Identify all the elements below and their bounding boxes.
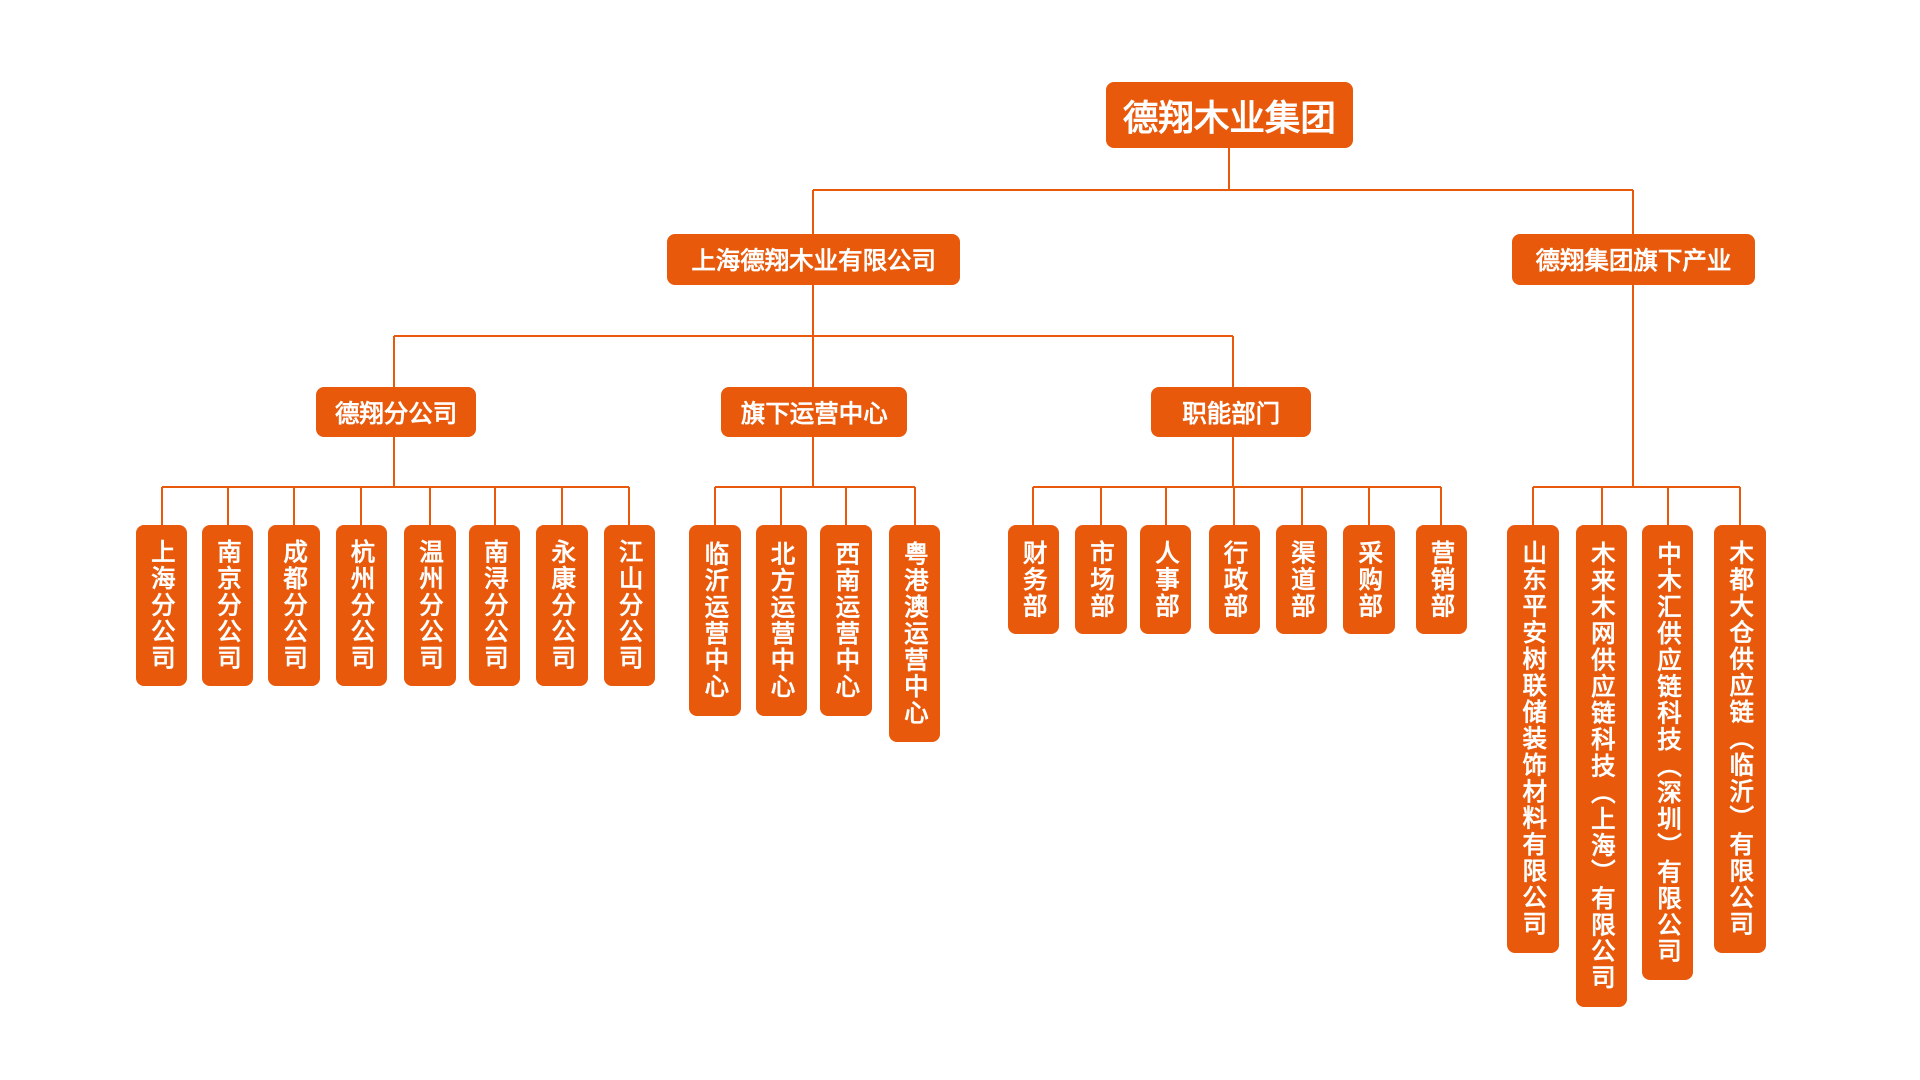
- branch-node: 成都分公司: [268, 525, 320, 686]
- connector-line: [1228, 148, 1231, 190]
- industry-company-node: 中木汇供应链科技（深圳）有限公司: [1642, 525, 1694, 980]
- department-node: 行政部: [1208, 525, 1260, 635]
- functional-departments-node: 职能部门: [1151, 386, 1312, 438]
- connector-line: [1367, 487, 1370, 526]
- department-node: 财务部: [1007, 525, 1060, 635]
- connector-line: [813, 188, 1634, 191]
- connector-line: [493, 487, 496, 526]
- connector-line: [812, 335, 815, 387]
- connector-line: [780, 487, 783, 526]
- industry-company-node: 木都大仓供应链（临沂）有限公司: [1714, 525, 1766, 953]
- industry-company-node: 木来木网供应链科技（上海）有限公司: [1575, 525, 1628, 1007]
- connector-line: [160, 487, 163, 526]
- connector-line: [1032, 487, 1035, 526]
- connector-line: [226, 487, 229, 526]
- industry-company-node: 山东平安树联储装饰材料有限公司: [1507, 525, 1559, 953]
- connector-line: [1632, 189, 1635, 234]
- connector-line: [1164, 487, 1167, 526]
- branch-companies-node: 德翔分公司: [315, 386, 477, 438]
- connector-line: [1533, 486, 1740, 489]
- group-industries-node: 德翔集团旗下产业: [1512, 233, 1755, 286]
- connector-line: [428, 487, 431, 526]
- connector-line: [561, 487, 564, 526]
- connector-line: [628, 487, 631, 526]
- operation-centers-node: 旗下运营中心: [721, 386, 908, 438]
- connector-line: [812, 189, 815, 234]
- connector-line: [1600, 487, 1603, 526]
- operation-center-node: 临沂运营中心: [689, 525, 741, 717]
- connector-line: [1666, 487, 1669, 526]
- connector-line: [1440, 487, 1443, 526]
- connector-line: [1739, 487, 1741, 526]
- connector-line: [812, 285, 815, 336]
- department-node: 营销部: [1415, 525, 1467, 635]
- department-node: 市场部: [1075, 525, 1127, 635]
- connector-line: [1099, 487, 1102, 526]
- branch-node: 温州分公司: [404, 525, 456, 686]
- branch-node: 南浔分公司: [468, 525, 521, 686]
- branch-node: 永康分公司: [536, 525, 588, 686]
- connector-line: [714, 487, 717, 526]
- operation-center-node: 北方运营中心: [755, 525, 807, 717]
- branch-node: 南京分公司: [202, 525, 254, 686]
- connector-line: [715, 486, 915, 489]
- department-node: 采购部: [1343, 525, 1395, 635]
- connector-line: [360, 487, 363, 526]
- branch-node: 杭州分公司: [335, 525, 387, 686]
- connector-line: [393, 437, 396, 488]
- connector-line: [1232, 335, 1235, 387]
- connector-line: [393, 335, 396, 387]
- department-node: 人事部: [1140, 525, 1192, 635]
- root-node: 德翔木业集团: [1105, 82, 1354, 149]
- connector-line: [1233, 487, 1236, 526]
- branch-node: 江山分公司: [603, 525, 656, 686]
- connector-line: [161, 486, 630, 489]
- connector-line: [1300, 487, 1303, 526]
- connector-line: [1033, 486, 1442, 489]
- department-node: 渠道部: [1275, 525, 1328, 635]
- connector-line: [1232, 437, 1235, 488]
- operation-center-node: 西南运营中心: [820, 525, 872, 717]
- connector-line: [292, 487, 295, 526]
- shanghai-company-node: 上海德翔木业有限公司: [667, 233, 960, 286]
- connector-line: [1532, 487, 1535, 526]
- branch-node: 上海分公司: [135, 525, 188, 686]
- connector-line: [845, 487, 848, 526]
- connector-line: [812, 437, 815, 488]
- connector-line: [913, 487, 916, 526]
- operation-center-node: 粤港澳运营中心: [888, 525, 941, 743]
- connector-line: [1632, 285, 1635, 488]
